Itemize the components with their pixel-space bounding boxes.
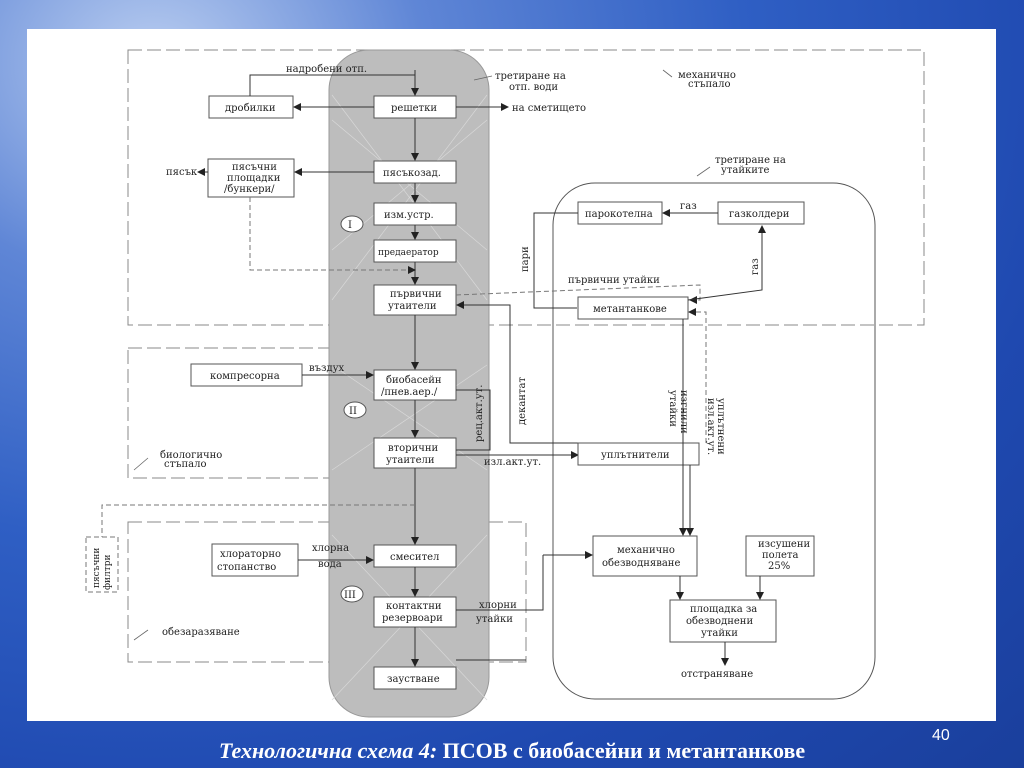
stage-3-label: III [344,590,356,601]
secondary-clarifiers-box [373,437,457,469]
chlorine-sludge-label-2: утайки [476,614,513,625]
sand-platforms-box [207,158,295,198]
digesters-label: метантанкове [593,304,667,315]
stage-2-label: II [349,406,357,417]
thickened-sludge-label: уплътнени [715,398,726,455]
to-landfill-label: на сметището [512,103,586,114]
thickeners-label: уплътнители [601,450,670,461]
contact-tanks-box [373,596,457,628]
drying-beds-label-2: полета [762,550,798,561]
gas-flow-label: газ [680,201,697,212]
drying-beds-label: изсушени [758,539,810,550]
caption-italic: Технологична схема 4: [218,738,438,763]
chlorinator-box [211,543,299,577]
stage-1-label: I [348,220,352,231]
compressor-label: компресорна [210,371,280,382]
disinfection-region-outline [127,521,527,663]
chlorine-water-label: хлорна [312,543,349,554]
page-number: 40 [932,727,950,744]
measuring-device-label: изм.устр. [384,210,434,221]
stage-marker-2 [343,401,367,419]
chlorine-sludge-label: хлорни [479,600,517,611]
biological-stage-label-2: стъпало [164,459,207,470]
sand-filters-label-2: филтри [103,554,113,590]
biological-stage-label: биологично [160,450,222,461]
grit-chamber-label: пясъкозад. [383,168,441,179]
sand-flow-label: пясък [166,167,198,178]
sand-platforms-label-2: площадки [227,173,281,184]
biobasin-label-2: /пнев.аер./ [381,387,438,398]
discharge-box [373,666,457,690]
thickened-sludge-label-2: изл.акт.ут. [705,398,716,455]
platform-label-2: обезводнени [686,616,753,627]
dewatered-sludge-platform-box [669,599,777,643]
removal-label: отстраняване [681,669,753,680]
secondary-clarifiers-label-2: утаители [386,455,435,466]
mech-dewatering-label-2: обезводняване [602,558,680,569]
mech-dewatering-box [592,535,698,577]
primary-sludge-label: първични утайки [568,275,660,286]
crushed-flow-label: надробени отп. [286,64,367,75]
water-treatment-label-2: отп. води [509,82,558,93]
boiler-house-label: парокотелна [585,209,653,220]
steam-flow-label: пари [520,246,531,272]
sand-platforms-label-3: /бункери/ [224,184,275,195]
sludge-region-outline [552,182,876,700]
chlorinator-label-2: стопанство [217,562,276,573]
air-flow-label: въздух [309,363,344,374]
mechanical-region-outline [127,49,925,326]
water-treatment-label: третиране на [495,71,566,82]
discharge-label: заустване [387,674,440,685]
screens-label: решетки [391,103,437,114]
sand-filters-label: пясъчни [92,548,102,588]
platform-label-3: утайки [701,628,738,639]
crushers-label: дробилки [225,103,276,114]
caption-title: ПСОВ с биобасейни и метантанкове [437,738,806,763]
sand-platforms-label: пясъчни [232,162,277,173]
gasholders-label: газколдери [729,209,790,220]
decant-label: декантат [517,377,528,425]
mech-dewatering-label: механично [617,545,675,556]
slide-caption: Технологична схема 4: ПСОВ с биобасейни … [0,738,1024,764]
biobasin-box [373,369,457,401]
primary-clarifiers-label-2: утаители [388,301,437,312]
drying-beds-label-3: 25% [768,561,790,572]
drying-beds-box [745,535,815,577]
primary-clarifiers-label: първични [390,289,442,300]
mixer-label: смесител [390,552,439,563]
contact-tanks-label-2: резервоари [382,613,443,624]
mechanical-stage-label-2: стъпало [688,79,731,90]
platform-label: площадка за [690,604,757,615]
excess-sludge-label: изл.акт.ут. [484,457,541,468]
disinfection-label: обезаразяване [162,627,240,638]
contact-tanks-label: контактни [386,601,442,612]
mechanical-stage-label: механично [678,70,736,81]
sand-filters-box [85,536,119,593]
preaerator-label: предаератор [378,248,439,258]
stage-marker-1 [340,215,364,233]
chlorine-water-label-2: вода [318,559,342,570]
thickeners-box [577,442,700,466]
biobasin-label: биобасейн [386,375,442,386]
sludge-treatment-label-2: утайките [721,165,769,176]
diagram-panel [27,29,996,721]
secondary-clarifiers-label: вторични [388,443,439,454]
return-sludge-label: рец.акт.ут. [474,385,485,442]
digested-sludge-label-2: утайки [667,390,678,427]
primary-clarifiers-box [373,284,457,316]
chlorinator-label: хлораторно [220,549,281,560]
sludge-treatment-label: третиране на [715,155,786,166]
gas-flow-label-2: газ [750,258,761,275]
digested-sludge-label: изгнили [678,390,689,434]
stage-marker-3 [340,585,364,603]
